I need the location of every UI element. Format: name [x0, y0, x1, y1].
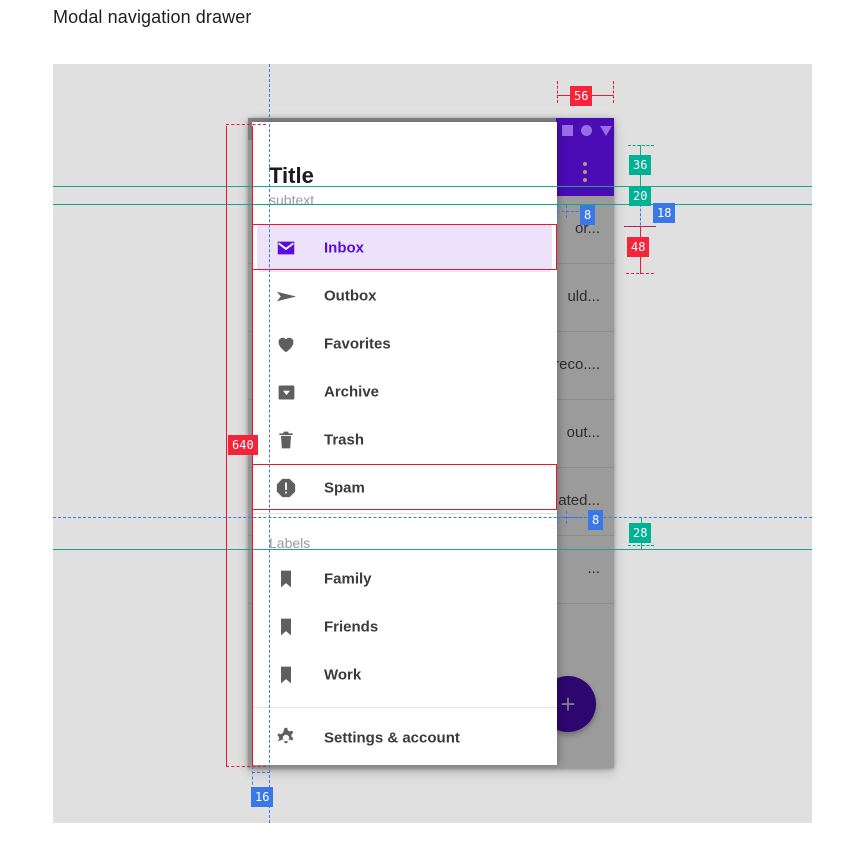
drawer-item-friends[interactable]: Friends — [252, 603, 557, 651]
item-background — [257, 272, 552, 320]
measurement-badge-20: 20 — [629, 186, 652, 206]
redline-box-spam — [252, 464, 557, 510]
measurement-badge-16: 16 — [251, 787, 274, 807]
drawer-item-label: Work — [324, 666, 362, 684]
list-item-text: ated... — [558, 492, 600, 509]
trash-icon — [274, 428, 298, 452]
list-item-text: ... — [587, 560, 600, 577]
list-item-text: uld... — [567, 288, 600, 305]
measurement-badge-36: 36 — [629, 155, 652, 175]
drawer-title: Title — [269, 163, 314, 188]
item-background — [257, 555, 552, 603]
guide-cap-blue — [566, 511, 567, 524]
guide-cap-teal — [628, 145, 654, 146]
drawer-item-family[interactable]: Family — [252, 555, 557, 603]
guide-cap-blue — [557, 511, 558, 524]
redline-box-inbox — [252, 224, 557, 270]
drawer-item-settings[interactable]: Settings & account — [252, 714, 557, 762]
guide-cap-red — [557, 81, 558, 103]
drawer-item-work[interactable]: Work — [252, 651, 557, 699]
bookmark-icon — [274, 615, 298, 639]
warning-icon — [274, 476, 298, 500]
measurement-badge-8-top: 8 — [580, 205, 596, 225]
guide-line-teal — [53, 186, 812, 187]
gear-icon — [274, 726, 298, 750]
drawer-item-spam[interactable]: Spam — [252, 464, 557, 512]
archive-icon — [274, 380, 298, 404]
triangle-icon — [600, 125, 612, 136]
guide-line-blue-horizontal — [53, 517, 812, 518]
status-bar-icons — [562, 125, 612, 136]
guide-cap-red — [626, 226, 654, 227]
guide-cap-teal — [628, 545, 654, 546]
guide-cap-red — [626, 273, 654, 274]
item-background — [257, 320, 552, 368]
plus-icon: + — [560, 689, 576, 719]
navigation-drawer: Title subtext Inbox Outbox Favorites — [252, 122, 557, 765]
guide-cap-blue — [566, 205, 567, 218]
list-item-text: out... — [566, 424, 600, 441]
drawer-header: Title subtext — [252, 122, 557, 222]
measurement-badge-8-bottom: 8 — [588, 510, 604, 530]
drawer-item-label: Spam — [324, 479, 365, 497]
drawer-item-label: Family — [324, 570, 372, 588]
overflow-menu-icon[interactable] — [583, 162, 587, 186]
drawer-subtext: subtext — [269, 192, 315, 208]
drawer-divider — [252, 707, 557, 708]
measurement-badge-18: 18 — [653, 203, 676, 223]
envelope-icon — [274, 236, 298, 260]
measurement-badge-640: 640 — [228, 435, 258, 455]
item-background — [257, 603, 552, 651]
circle-icon — [581, 125, 592, 136]
bookmark-icon — [274, 663, 298, 687]
app-bar-visible-strip — [556, 118, 614, 196]
drawer-item-favorites[interactable]: Favorites — [252, 320, 557, 368]
drawer-item-label: Trash — [324, 431, 365, 449]
item-background — [257, 416, 552, 464]
page-title: Modal navigation drawer — [53, 7, 252, 27]
guide-cap-red — [613, 81, 614, 103]
guide-cap-blue — [557, 517, 583, 518]
guide-cap-blue — [252, 772, 270, 773]
guide-cap-blue — [557, 205, 558, 218]
drawer-item-trash[interactable]: Trash — [252, 416, 557, 464]
item-background — [257, 651, 552, 699]
drawer-item-label: Settings & account — [324, 729, 460, 747]
guide-cap-red — [226, 766, 266, 767]
drawer-divider — [252, 513, 557, 514]
guide-line-teal — [53, 549, 812, 550]
send-icon — [274, 284, 298, 308]
bookmark-icon — [274, 567, 298, 591]
item-background — [257, 368, 552, 416]
drawer-item-label: Inbox — [324, 239, 364, 257]
heart-icon — [274, 332, 298, 356]
drawer-item-archive[interactable]: Archive — [252, 368, 557, 416]
drawer-item-inbox[interactable]: Inbox — [252, 224, 557, 272]
guide-cap-blue — [252, 766, 253, 790]
guide-line-teal-vertical — [640, 145, 641, 205]
guide-cap-red — [226, 124, 266, 125]
guide-line-blue-vertical — [269, 64, 270, 823]
drawer-item-outbox[interactable]: Outbox — [252, 272, 557, 320]
drawer-subheader-labels: Labels — [269, 535, 311, 551]
drawer-item-label: Favorites — [324, 335, 391, 353]
measurement-badge-56: 56 — [570, 86, 593, 106]
measurement-badge-28: 28 — [629, 523, 652, 543]
active-indicator — [257, 224, 552, 272]
measurement-badge-48: 48 — [627, 237, 650, 257]
guide-line-red-vertical — [226, 126, 227, 766]
drawer-item-label: Archive — [324, 383, 380, 401]
guide-line-teal — [53, 204, 812, 205]
square-icon — [562, 125, 573, 136]
guide-line-blue-vertical — [640, 204, 641, 230]
drawer-item-label: Friends — [324, 618, 379, 636]
list-item-text: reco.... — [554, 356, 600, 373]
drawer-item-label: Outbox — [324, 287, 377, 305]
guide-cap-blue — [557, 211, 583, 212]
